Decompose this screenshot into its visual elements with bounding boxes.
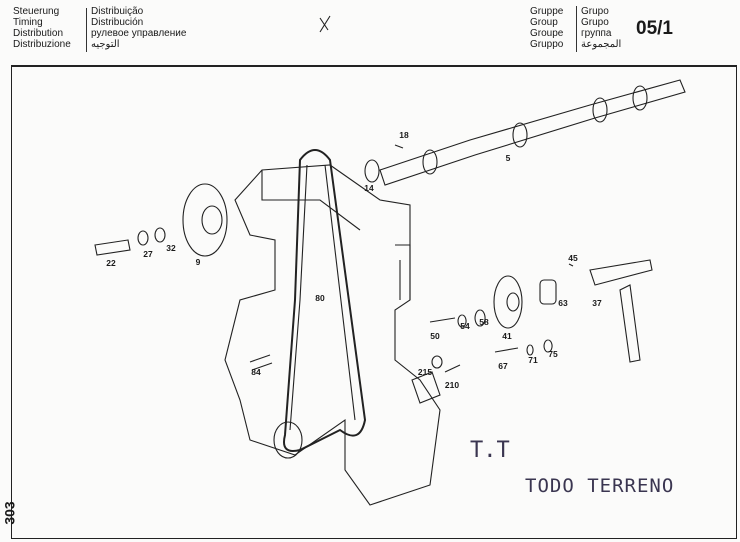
washer-32	[154, 227, 166, 243]
title-es: Distribución	[91, 17, 144, 28]
camshaft	[379, 79, 686, 186]
sleeve-63	[539, 279, 557, 305]
bolt-67-washers	[494, 339, 553, 356]
group-number: 05/1	[636, 18, 673, 39]
part-label: 210	[444, 380, 460, 390]
tensioner-pulley	[493, 275, 523, 329]
part-label: 14	[364, 183, 374, 193]
part-label: 54	[460, 321, 470, 331]
group-de: Gruppe	[530, 6, 564, 17]
tensioner-lever	[589, 259, 653, 363]
group-label-right: Grupo Grupo группа المجموعة	[581, 6, 621, 50]
page-number: 303	[1, 501, 18, 525]
bracket	[411, 371, 441, 404]
section-title-right: Distribuição Distribución рулевое управл…	[91, 6, 186, 50]
title-pt: Distribuição	[91, 6, 144, 17]
cam-lobes	[422, 85, 648, 175]
camshaft-pulley	[182, 183, 228, 257]
part-label: 45	[568, 253, 578, 263]
group-it: Gruppo	[530, 39, 564, 50]
bolts-84	[249, 354, 273, 371]
engine-block	[224, 164, 441, 506]
part-label: 50	[430, 331, 440, 341]
section-title-left: Steuerung Timing Distribution Distribuzi…	[13, 6, 71, 50]
group-ar: المجموعة	[581, 39, 622, 50]
timing-belt	[283, 149, 367, 452]
part-label: 9	[195, 257, 201, 267]
key-18	[394, 144, 404, 149]
part-label: 71	[528, 355, 538, 365]
title-en: Timing	[13, 17, 43, 28]
divider	[576, 6, 577, 52]
engine-block-edge	[261, 170, 361, 231]
group-ru: группа	[581, 28, 612, 39]
bolt-210	[444, 364, 461, 373]
seal-ring	[364, 159, 380, 183]
bolt-50-washers	[429, 309, 486, 328]
group-fr: Groupe	[530, 28, 564, 39]
part-label: 22	[106, 258, 116, 268]
part-label: 80	[315, 293, 325, 303]
seal-215	[431, 355, 443, 369]
part-label: 18	[399, 130, 409, 140]
part-label: 37	[592, 298, 602, 308]
part-label: 84	[251, 367, 261, 377]
group-en: Group	[530, 17, 558, 28]
part-label: 63	[558, 298, 568, 308]
title-de: Steuerung	[13, 6, 60, 17]
stamp-todo-terreno: TODO TERRENO	[525, 475, 675, 497]
group-pt: Grupo	[581, 6, 609, 17]
diagram-frame	[11, 65, 737, 539]
lower-pulley	[273, 421, 303, 459]
part-label: 75	[548, 349, 558, 359]
pin-45	[568, 263, 574, 267]
part-label: 27	[143, 249, 153, 259]
title-it: Distribuzione	[13, 39, 71, 50]
part-label: 215	[417, 367, 433, 377]
title-fr: Distribution	[13, 28, 64, 39]
pen-mark	[319, 15, 331, 33]
title-ru: рулевое управление	[91, 28, 187, 39]
stamp-tt: T.T	[470, 438, 510, 463]
part-label: 67	[498, 361, 508, 371]
group-label-left: Gruppe Group Groupe Gruppo	[530, 6, 563, 50]
bolt-22	[94, 239, 131, 256]
part-label: 58	[479, 317, 489, 327]
washer-27	[137, 230, 149, 246]
part-label: 41	[502, 331, 512, 341]
part-label: 5	[505, 153, 511, 163]
title-ar: التوجيه	[91, 39, 120, 50]
group-es: Grupo	[581, 17, 609, 28]
part-label: 32	[166, 243, 176, 253]
divider	[86, 8, 87, 52]
